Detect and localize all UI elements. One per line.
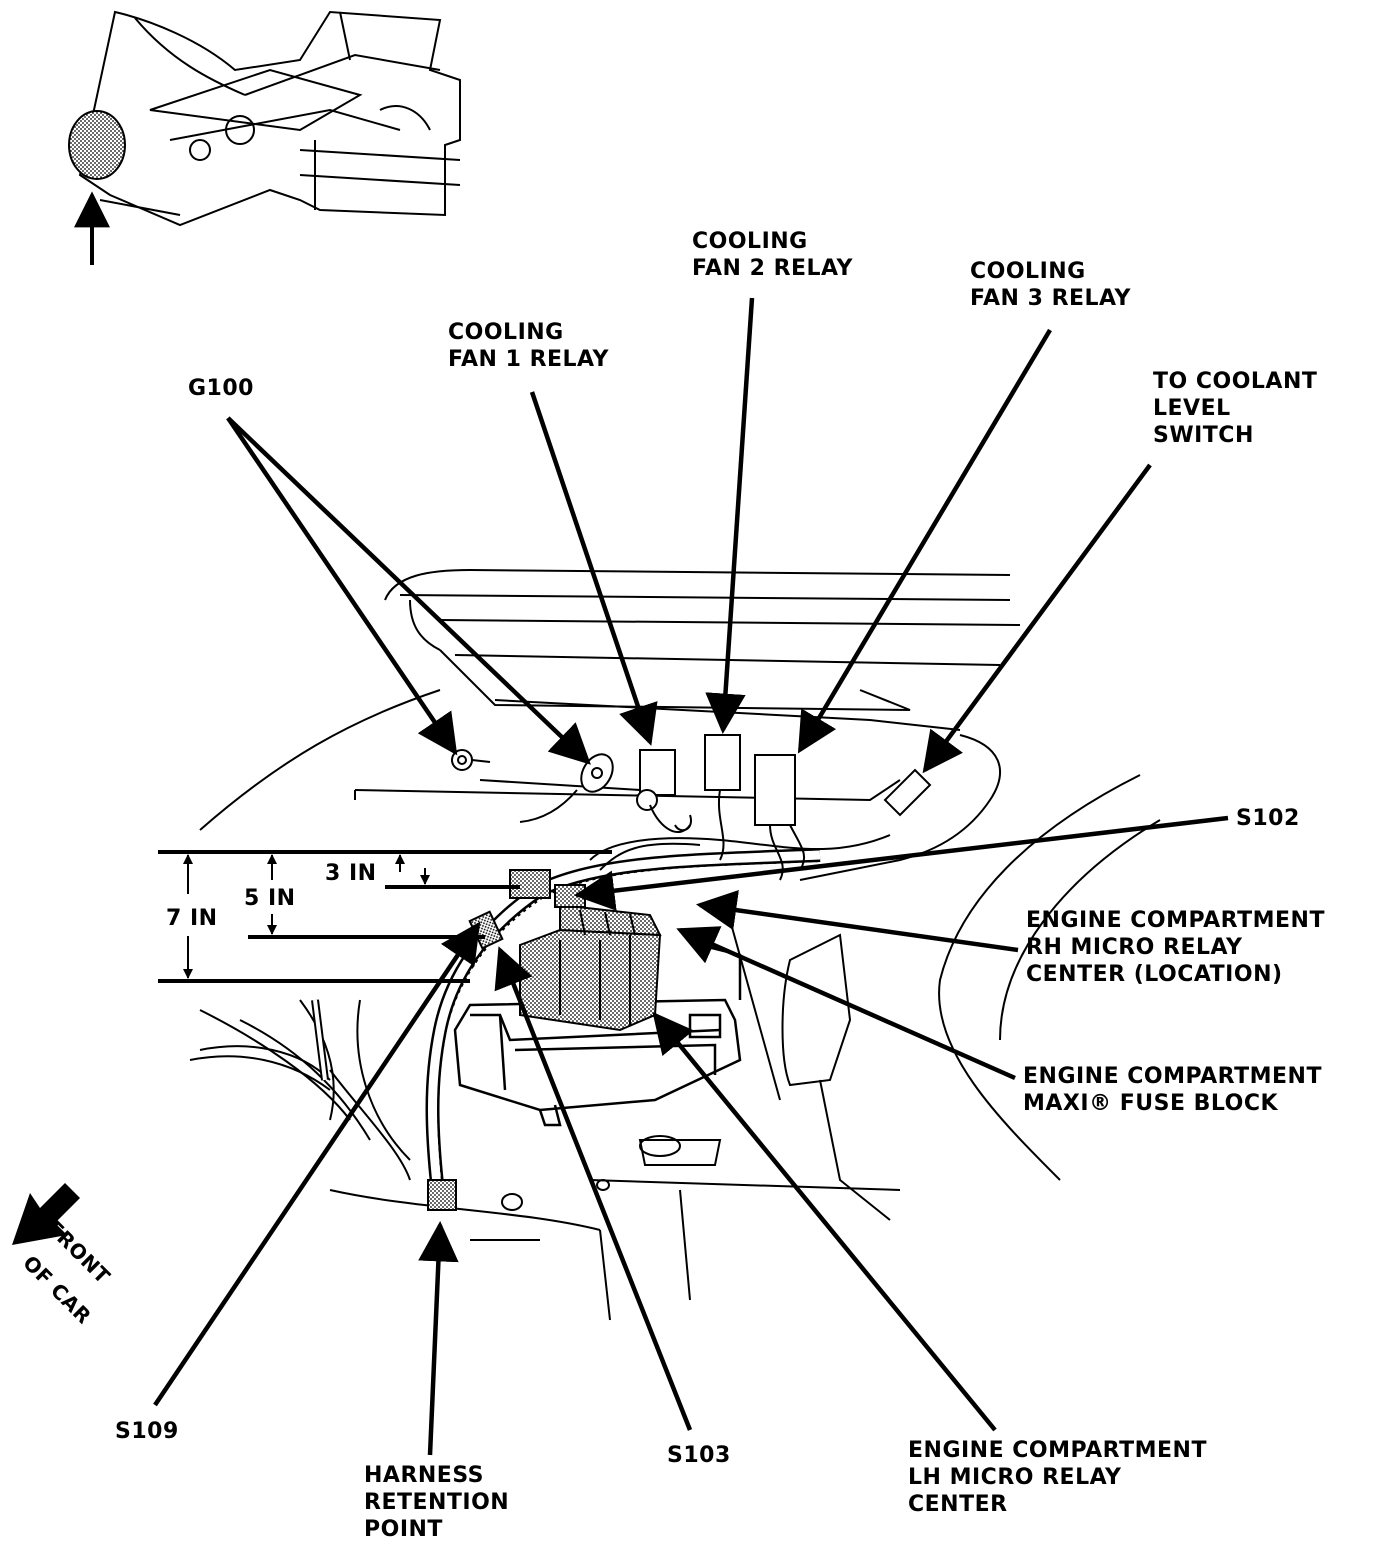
- leader-s102: [573, 815, 1229, 911]
- g100-ground-points: [451, 749, 691, 834]
- locator-highlight: [68, 110, 126, 180]
- dimension-3-in: 3 IN: [325, 861, 377, 886]
- label-g100: G100: [188, 376, 254, 401]
- leader-s103: [494, 946, 693, 1431]
- label-s109: S109: [115, 1419, 179, 1444]
- leader-lines: [153, 297, 1229, 1456]
- leader-harness-retention: [418, 1220, 459, 1456]
- leader-fan-2: [705, 297, 755, 735]
- leader-s109: [153, 921, 481, 1407]
- leader-g100-a: [226, 416, 458, 756]
- dimension-7-in: 7 IN: [166, 906, 218, 931]
- leader-coolant-switch: [922, 463, 1152, 774]
- leader-g100-b: [226, 416, 591, 765]
- engine-compartment-sketch: [199, 568, 1161, 1321]
- front-of-car-arrow-icon: [12, 1183, 80, 1245]
- leader-fan-1: [529, 391, 658, 746]
- label-s102: S102: [1236, 806, 1300, 831]
- label-s103: S103: [667, 1443, 731, 1468]
- relay-connectors: [639, 734, 932, 881]
- leader-rh-relay: [695, 890, 1019, 953]
- vehicle-locator-icon: [78, 10, 461, 227]
- leader-fuse-block: [676, 926, 1016, 1081]
- leader-fan-3: [797, 328, 1052, 754]
- relay-center-module: [519, 903, 662, 1032]
- leader-lh-relay: [652, 1011, 997, 1432]
- dimension-5-in: 5 IN: [244, 886, 296, 911]
